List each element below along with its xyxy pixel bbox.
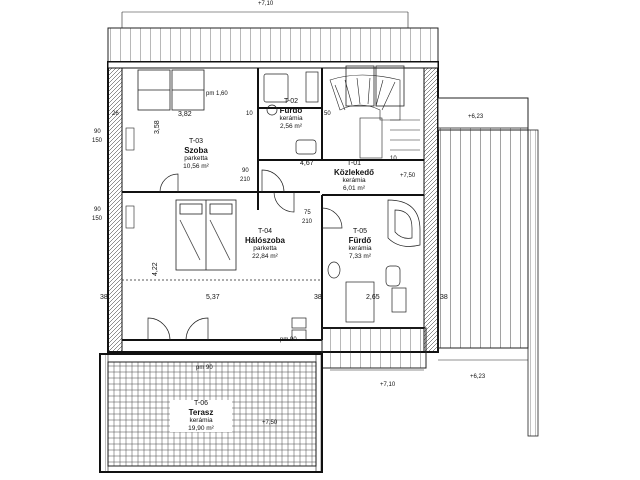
level-bottom-center: +7,10 xyxy=(380,382,396,388)
dim-26: 26 xyxy=(112,111,119,117)
room-area: 19,90 m² xyxy=(188,424,214,432)
dim-pm90-a: pm 90 xyxy=(280,337,297,343)
room-area: 10,56 m² xyxy=(183,162,209,170)
dim-38-mid: 38 xyxy=(314,294,322,301)
dim-90-c: 90 xyxy=(242,168,249,174)
room-material: kerámia xyxy=(342,177,366,185)
left-openings xyxy=(125,127,135,229)
dim-382: 3,82 xyxy=(178,111,192,118)
right-roof xyxy=(437,97,539,437)
top-roof-strip xyxy=(107,11,439,63)
room-code: T-03 xyxy=(188,138,203,145)
dim-358: 3,58 xyxy=(154,120,161,134)
room-area: 7,33 m² xyxy=(348,252,372,260)
dim-150-a: 150 xyxy=(92,138,103,144)
dim-210-a: 210 xyxy=(240,177,251,183)
dim-265: 2,65 xyxy=(366,294,380,301)
level-right-top: +6,23 xyxy=(468,114,484,120)
dim-210-b: 210 xyxy=(302,219,313,225)
level-right-bottom: +6,23 xyxy=(470,374,486,380)
room-material: parketta xyxy=(253,245,277,253)
room-material: kerámia xyxy=(348,245,372,253)
room-t02-label: T-02 Fürdő kerámia 2,56 m² xyxy=(266,98,316,130)
dim-537: 5,37 xyxy=(206,294,220,301)
room-t06-label: T-06 Terasz kerámia 19,90 m² xyxy=(170,400,232,433)
t04-cabinet xyxy=(122,279,320,341)
room-t04-label: T-04 Hálószoba parketta 22,84 m² xyxy=(234,228,296,260)
bottom-strip xyxy=(321,327,427,371)
room-material: kerámia xyxy=(279,115,303,123)
room-code: T-05 xyxy=(352,228,367,235)
dim-75: 75 xyxy=(304,210,311,216)
dim-467: 4,67 xyxy=(300,160,314,167)
room-t05-label: T-05 Fürdő kerámia 7,33 m² xyxy=(330,228,390,260)
doors xyxy=(147,169,343,341)
level-top: +7,10 xyxy=(258,1,274,7)
room-name: Szoba xyxy=(184,146,208,156)
room-code: T-06 xyxy=(193,400,208,407)
dim-90-b: 90 xyxy=(94,207,101,213)
top-windows xyxy=(137,65,405,111)
room-code: T-01 xyxy=(346,160,361,167)
room-t01-label: T-01 Közlekedő kerámia 6,01 m² xyxy=(322,160,386,192)
dim-pm90-b: pm 90 xyxy=(196,365,213,371)
bed xyxy=(175,199,237,271)
dim-pm160: pm 1,60 xyxy=(206,91,228,97)
room-material: parketta xyxy=(184,155,208,163)
t05-fixtures xyxy=(327,199,421,323)
t02-fixtures xyxy=(263,71,319,155)
dim-38-left: 38 xyxy=(100,294,108,301)
dim-10-a: 10 xyxy=(246,111,253,117)
dim-38-right: 38 xyxy=(440,294,448,301)
room-name: Közlekedő xyxy=(333,168,374,178)
dim-422: 4,22 xyxy=(152,262,159,276)
room-t03-label: T-03 Szoba parketta 10,56 m² xyxy=(166,138,226,170)
room-name: Terasz xyxy=(188,408,214,418)
room-material: kerámia xyxy=(189,417,213,425)
room-code: T-02 xyxy=(283,98,298,105)
dim-10-b: 10 xyxy=(390,156,397,162)
room-code: T-04 xyxy=(257,228,272,235)
dim-90-a: 90 xyxy=(94,129,101,135)
room-name: Fürdő xyxy=(279,106,303,116)
room-name: Fürdő xyxy=(348,236,372,246)
level-corridor: +7,50 xyxy=(400,173,416,179)
level-terrace: +7,50 xyxy=(262,420,278,426)
room-area: 6,01 m² xyxy=(342,184,366,192)
dim-50: 50 xyxy=(324,111,331,117)
room-area: 22,84 m² xyxy=(252,252,278,260)
room-area: 2,56 m² xyxy=(279,122,303,130)
exterior-walls xyxy=(107,61,439,353)
staircase xyxy=(329,74,420,159)
room-name: Hálószoba xyxy=(244,236,285,246)
dim-150-b: 150 xyxy=(92,216,103,222)
